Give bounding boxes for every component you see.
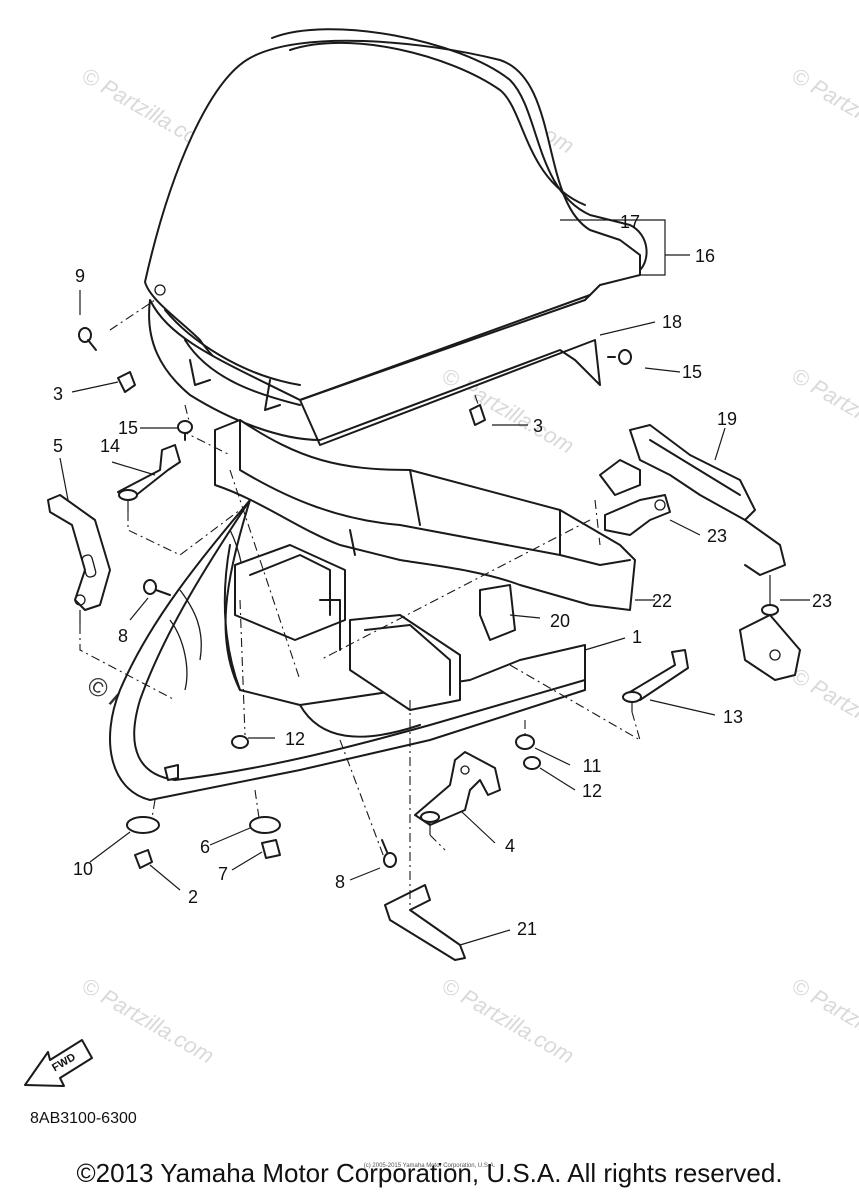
watermark: © Partzilla.com [788, 663, 859, 759]
callout-15: 15 [682, 362, 702, 382]
washer-part-6 [249, 816, 281, 834]
callout-11: 11 [583, 756, 602, 776]
copyright-notice: ©2013 Yamaha Motor Corporation, U.S.A. A… [76, 1158, 783, 1188]
callout-23: 23 [707, 526, 727, 546]
bracket-part-23-lower [739, 575, 801, 681]
fwd-arrow-icon: FWD [24, 1039, 93, 1087]
hinge-part-19 [599, 424, 786, 576]
callout-12: 12 [285, 729, 305, 749]
callout-18: 18 [662, 312, 682, 332]
screw-part-9 [78, 327, 97, 351]
electrical-box [234, 544, 461, 711]
watermark: © Partzilla.com [788, 363, 859, 459]
callout-14: 14 [100, 436, 120, 456]
callout-8: 8 [118, 626, 128, 646]
watermark: © Partzilla.com [788, 63, 859, 159]
cable-part-21 [384, 884, 466, 961]
vent-part-20 [479, 584, 516, 641]
callout-23: 23 [812, 591, 832, 611]
clip-part-3 [469, 404, 486, 426]
callout-15: 15 [118, 418, 138, 438]
callout-13: 13 [723, 707, 743, 727]
nut-part-2 [134, 849, 153, 869]
assembly-lines [79, 299, 641, 905]
callout-6: 6 [200, 837, 210, 857]
small-notice: (c) 2005-2015 Yamaha Motor Corporation, … [363, 1163, 496, 1169]
screw-part-15 [177, 420, 193, 441]
bracket-part-5 [47, 494, 111, 625]
bracket-part-13 [622, 649, 689, 712]
nut-part-7 [261, 839, 281, 859]
callout-21: 21 [517, 919, 537, 939]
callouts: 9 3 3 15 15 14 5 17 16 18 19 23 23 22 20… [53, 212, 832, 939]
callout-12: 12 [582, 781, 602, 801]
callout-4: 4 [505, 836, 515, 856]
cowl-frame-part-18 [148, 299, 601, 446]
screw-part-15 [607, 349, 632, 365]
bracket-part-4 [414, 751, 501, 835]
washer-part-10 [126, 816, 160, 834]
duct-part-22 [214, 419, 636, 611]
watermark: © Partzilla.com [78, 973, 219, 1069]
grommet-part-11 [515, 734, 535, 750]
clip [164, 764, 179, 781]
callout-1: 1 [632, 627, 642, 647]
leader-lines [59, 219, 810, 946]
bracket-part-23-upper [604, 494, 671, 536]
callout-22: 22 [652, 591, 672, 611]
watermark: © Partzilla.com [438, 363, 579, 459]
callout-2: 2 [188, 887, 198, 907]
watermark: © Partzilla.com [788, 973, 859, 1069]
callout-3: 3 [533, 416, 543, 436]
nut-part-12 [231, 735, 249, 749]
screw-part-8 [381, 839, 397, 868]
bracket-part-14 [117, 444, 181, 512]
callout-19: 19 [717, 409, 737, 429]
windshield-part-16 [144, 28, 648, 401]
callout-3: 3 [53, 384, 63, 404]
clip-part-3 [117, 371, 136, 393]
diagram-code: 8AB3100-6300 [30, 1110, 137, 1127]
callout-8: 8 [335, 872, 345, 892]
watermark: © Partzilla.com [438, 973, 579, 1069]
callout-9: 9 [75, 266, 85, 286]
screw-part-8 [143, 579, 171, 596]
callout-17: 17 [620, 212, 640, 232]
callout-16: 16 [695, 246, 715, 266]
callout-10: 10 [73, 859, 93, 879]
callout-7: 7 [218, 864, 228, 884]
fasteners [78, 327, 632, 869]
callout-20: 20 [550, 611, 570, 631]
callout-5: 5 [53, 436, 63, 456]
nut-part-12 [523, 756, 541, 770]
